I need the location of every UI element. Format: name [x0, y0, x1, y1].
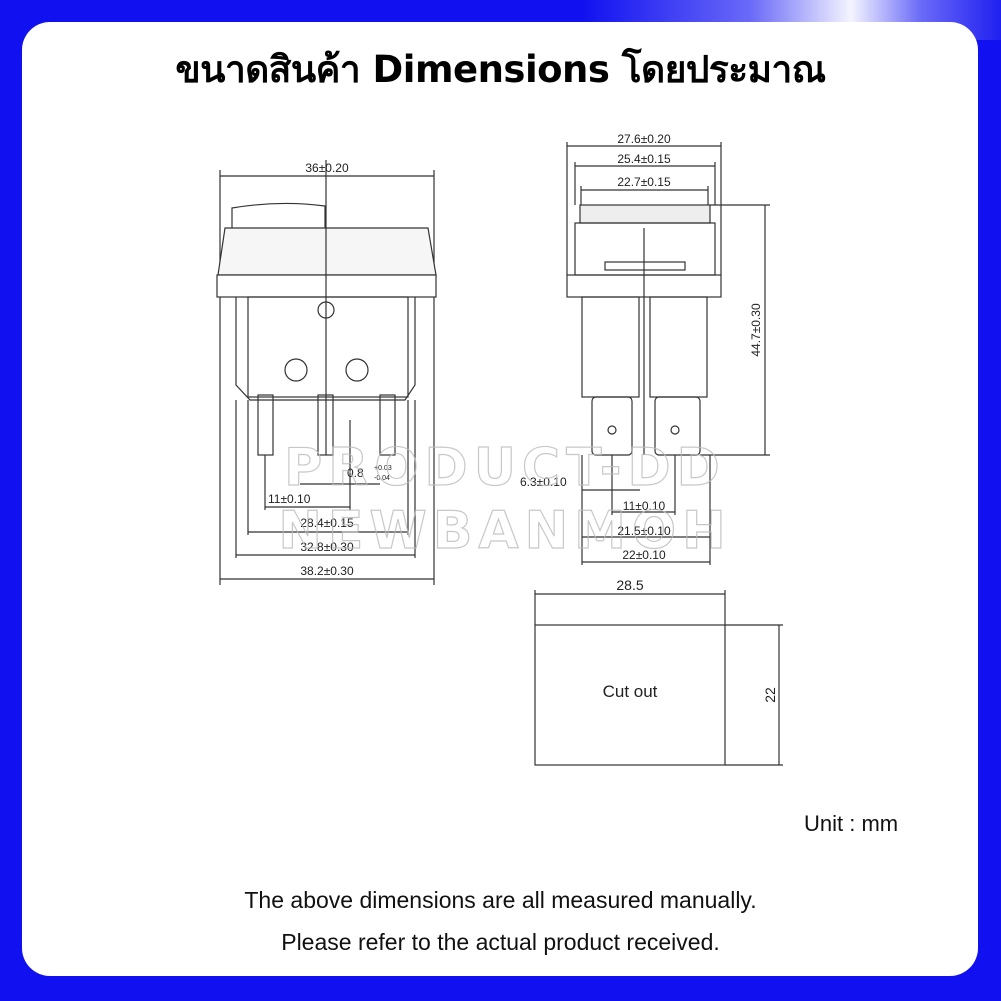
- switch-side-view: [566, 142, 770, 565]
- dim-terminal-spacing: 11±0.10: [623, 499, 666, 513]
- cutout-diagram: [534, 590, 783, 766]
- dim-lower-width: 32.8±0.30: [300, 540, 354, 554]
- dim-pin-gap-plus: +0.03: [374, 465, 392, 472]
- svg-text:NEWBANMOH: NEWBANMOH: [278, 501, 731, 561]
- dim-terminal-width: 6.3±0.10: [520, 475, 567, 489]
- dim-pin-spacing: 11±0.10: [268, 492, 311, 506]
- dim-side-top-3: 22.7±0.15: [617, 175, 671, 189]
- content-panel: [22, 22, 978, 976]
- watermark: PRODUCT-DD NEWBANMOH: [278, 437, 731, 561]
- dim-side-top-1: 27.6±0.20: [617, 132, 671, 146]
- dim-side-lower: 21.5±0.10: [617, 524, 671, 538]
- dim-pin-gap: 0.8: [347, 466, 364, 480]
- dim-height: 44.7±0.30: [749, 303, 763, 357]
- dim-pin-gap-minus: -0.04: [374, 475, 390, 482]
- cutout-width: 28.5: [616, 577, 643, 593]
- dim-side-bottom: 22±0.10: [622, 548, 666, 562]
- cutout-label: Cut out: [603, 682, 658, 701]
- dim-total-width: 38.2±0.30: [300, 564, 354, 578]
- dim-body-width: 28.4±0.15: [300, 516, 354, 530]
- svg-text:PRODUCT-DD: PRODUCT-DD: [284, 438, 726, 498]
- dim-top-width: 36±0.20: [305, 161, 349, 175]
- note-line-1: The above dimensions are all measured ma…: [244, 887, 757, 913]
- note-line-2: Please refer to the actual product recei…: [281, 929, 720, 955]
- page-title: ขนาดสินค้า Dimensions โดยประมาณ: [175, 48, 826, 91]
- switch-front-view: [216, 160, 437, 585]
- cutout-height: 22: [762, 687, 778, 703]
- dim-side-top-2: 25.4±0.15: [617, 152, 671, 166]
- unit-label: Unit : mm: [804, 811, 899, 836]
